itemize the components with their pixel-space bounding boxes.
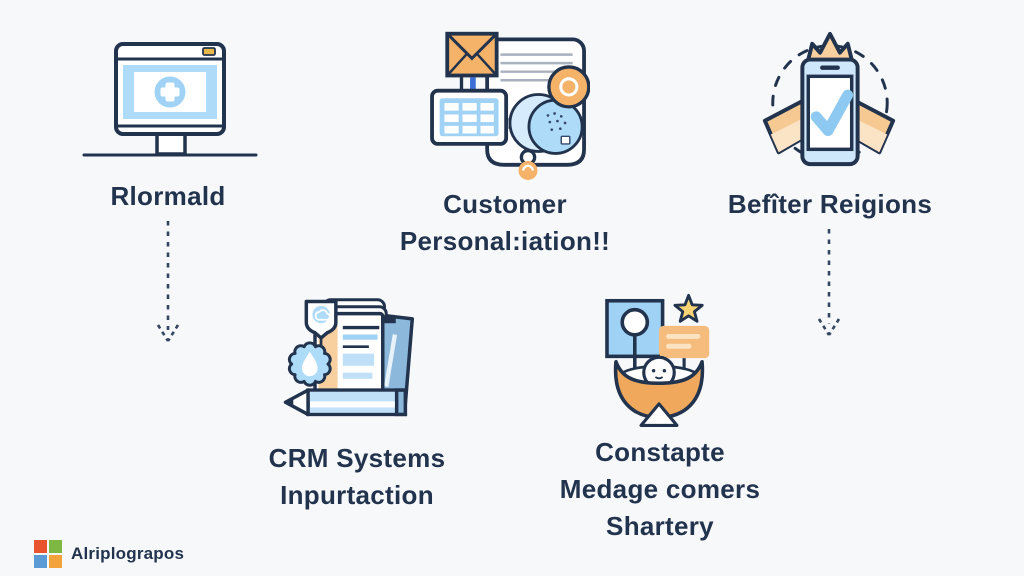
pen-icon — [470, 77, 476, 90]
computer-monitor-plus-icon — [78, 36, 262, 160]
arrowhead — [156, 324, 180, 342]
pedestal — [639, 402, 679, 427]
lock-icon — [518, 161, 538, 180]
cradle-bowl — [613, 359, 705, 420]
phone-checkmark-ribbon-icon — [755, 26, 903, 174]
review-label: Befîter Reigions — [705, 186, 955, 223]
dashed-circle — [771, 44, 889, 162]
label-text-line2: Inpurtaction — [280, 480, 434, 510]
droplet-glyph — [301, 351, 318, 377]
chat-card-icon — [659, 325, 710, 359]
hair-strokes — [652, 354, 666, 361]
arrowhead — [817, 318, 841, 336]
star-icon — [673, 293, 704, 323]
speaker-slot — [820, 65, 840, 70]
document-lines — [342, 325, 380, 379]
sign-circle — [620, 307, 650, 337]
brand-name: Alriplograpos — [71, 544, 185, 563]
profile-circle-front — [527, 98, 584, 155]
logo-square-bottom-right — [49, 555, 62, 568]
label-text-line2: Medage comers — [559, 474, 761, 504]
customer-label: Customer Personal:iation!! — [375, 186, 635, 260]
brand-logo: Alriplograpos — [34, 540, 184, 568]
label-text-line3: Shartery — [606, 511, 714, 541]
label-text-line1: Customer — [443, 189, 567, 219]
cloud-glyph — [314, 309, 331, 321]
pencil-tip — [283, 388, 310, 417]
dashed-down-arrow — [816, 226, 842, 344]
sign-chat-star-cradle-icon — [596, 290, 722, 428]
engagement-label: Constapte Medage comers Shartery — [535, 434, 785, 545]
logo-square-top-left — [34, 540, 47, 553]
dashed-down-arrow — [155, 218, 181, 350]
logo-squares-icon — [34, 540, 62, 568]
email-document-contacts-icon — [428, 28, 590, 180]
label-text: Befîter Reigions — [727, 189, 933, 219]
image-chip-icon — [560, 135, 571, 145]
titlebar-button — [202, 47, 216, 56]
logo-square-top-right — [49, 540, 62, 553]
crm-label: CRM Systems Inpurtaction — [257, 440, 457, 514]
pencil-cap — [394, 388, 408, 417]
label-text: Rlormald — [110, 181, 226, 211]
checkmark-icon — [810, 89, 854, 137]
grid-cells — [444, 103, 494, 134]
label-text-line1: CRM Systems — [268, 443, 446, 473]
label-text-line1: Constapte — [595, 437, 725, 467]
dot-pattern — [546, 112, 567, 131]
label-text-line2: Personal:iation!! — [399, 226, 611, 256]
monitor-label: Rlormald — [48, 178, 288, 215]
logo-square-bottom-left — [34, 555, 47, 568]
documents-pencil-badge-icon — [282, 298, 434, 424]
ring-badge-icon — [547, 65, 590, 109]
panel-tab — [384, 316, 396, 324]
